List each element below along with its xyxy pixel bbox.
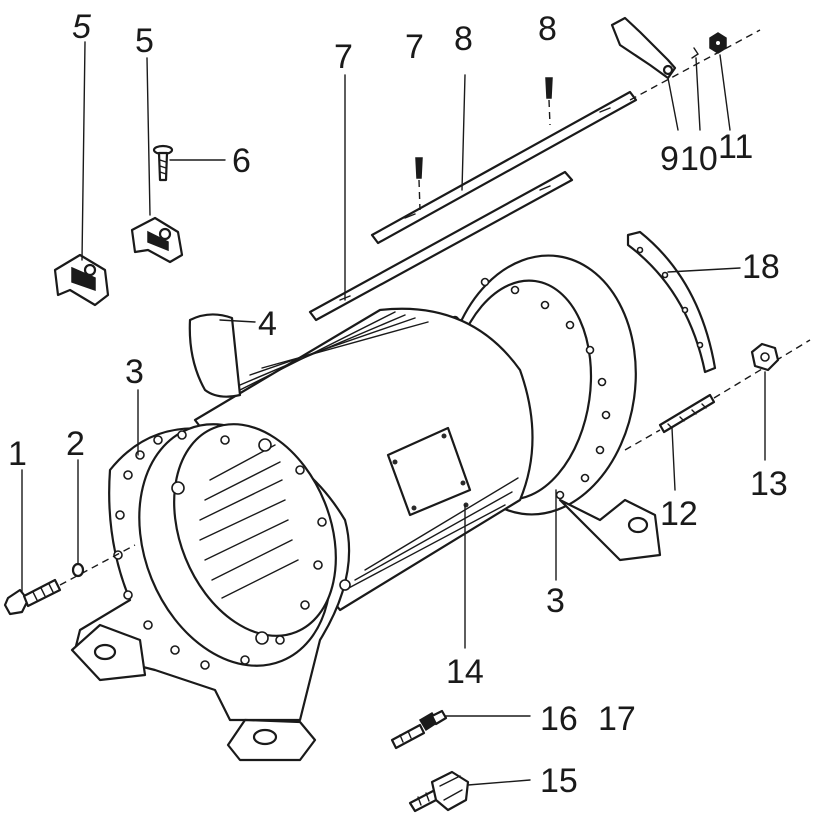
tie-bar-lower xyxy=(308,170,574,322)
stud-axis-line xyxy=(624,339,811,451)
pin-right xyxy=(545,77,553,126)
terminal-clamp-left xyxy=(53,253,110,307)
callout-1: 1 xyxy=(8,435,27,473)
cable-gland xyxy=(408,770,470,813)
tie-bar-upper xyxy=(370,90,638,245)
terminal-post xyxy=(390,709,448,750)
leader-18 xyxy=(667,267,741,273)
callout-7b: 8 xyxy=(454,20,473,58)
arc-segment xyxy=(626,230,717,374)
front-flange-holes xyxy=(113,430,351,670)
callout-3b: 3 xyxy=(546,582,565,620)
callout-18: 18 xyxy=(742,248,780,286)
stator-laminations xyxy=(199,444,299,599)
leader-5a xyxy=(81,41,86,261)
callout-15: 15 xyxy=(540,762,578,800)
leader-15 xyxy=(467,779,531,786)
callout-10: 10 xyxy=(680,140,718,178)
callout-16: 16 xyxy=(540,700,578,738)
callout-7a: 7 xyxy=(334,38,353,76)
hex-nut-top xyxy=(709,32,727,54)
pin-left xyxy=(415,157,423,211)
callout-11: 11 xyxy=(718,128,753,166)
top-axis-line xyxy=(629,29,761,101)
stator-frame xyxy=(70,254,662,762)
leader-7b xyxy=(461,74,466,191)
leader-4 xyxy=(219,319,256,323)
callout-17: 17 xyxy=(598,700,636,738)
leader-9 xyxy=(667,77,679,131)
leader-12 xyxy=(671,427,676,491)
bracket xyxy=(610,16,677,80)
clamp-screw xyxy=(152,144,174,182)
callout-14: 14 xyxy=(446,653,484,691)
leader-10 xyxy=(695,57,701,131)
hex-nut-side xyxy=(750,342,780,372)
callout-2: 2 xyxy=(66,425,85,463)
leader-11 xyxy=(719,54,731,131)
stud-bolt xyxy=(658,393,716,434)
callout-6: 6 xyxy=(232,142,251,180)
callout-4: 4 xyxy=(258,305,277,343)
lifting-eye xyxy=(188,313,242,398)
callout-3a: 3 xyxy=(125,353,144,391)
washer xyxy=(71,562,85,578)
frame-ribs xyxy=(229,311,519,591)
callout-8a: 7 xyxy=(405,28,424,66)
leader-5b xyxy=(146,57,151,216)
callout-8b: 8 xyxy=(538,10,557,48)
front-end-flange xyxy=(70,423,351,762)
bolt-axis-line xyxy=(59,544,136,586)
terminal-clamp-right xyxy=(130,216,184,264)
callout-labels: 1 2 3 3 4 5 5 6 7 7 8 8 9 10 11 12 13 14… xyxy=(8,8,788,800)
nameplate xyxy=(386,426,472,517)
callout-12: 12 xyxy=(660,495,698,533)
callout-13: 13 xyxy=(750,465,788,503)
callout-5b: 5 xyxy=(135,22,154,60)
callout-9: 9 xyxy=(660,140,679,178)
spring-washer xyxy=(691,47,699,59)
flange-bolt xyxy=(3,578,62,616)
frame-body xyxy=(193,307,534,612)
callout-5a: 5 xyxy=(72,8,91,46)
